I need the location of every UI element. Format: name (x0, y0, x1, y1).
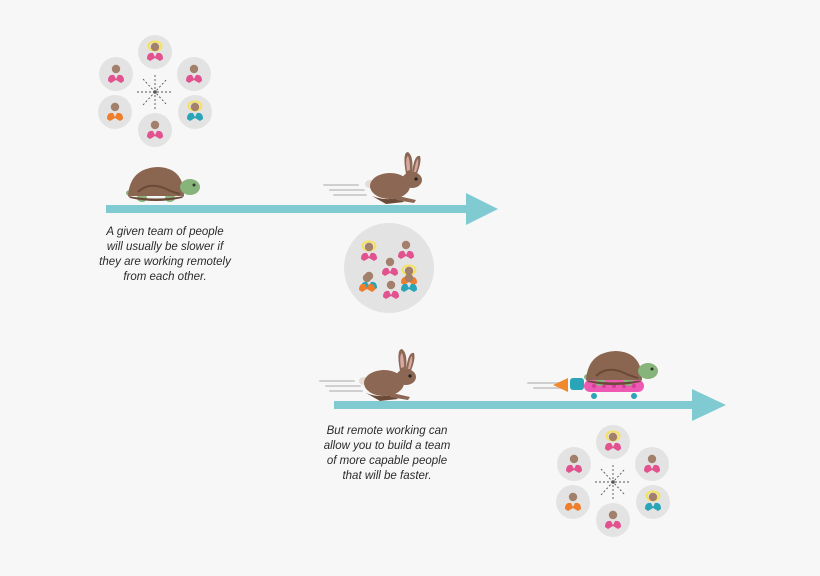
speed-lines-bottom (319, 380, 363, 392)
tortoise-icon (125, 166, 201, 203)
hare-icon (365, 152, 422, 204)
caption-remote-slower: A given team of people will usually be s… (99, 226, 231, 283)
remote-team-network-bottom (556, 425, 670, 537)
arrow-top (106, 193, 498, 225)
arrow-bottom (334, 389, 726, 421)
remote-team-network-top (98, 35, 212, 147)
speed-lines-top (323, 184, 367, 196)
hare-icon-bottom (359, 349, 416, 401)
caption-remote-faster: But remote working can allow you to buil… (323, 425, 451, 482)
colocated-team-cluster (344, 223, 434, 313)
